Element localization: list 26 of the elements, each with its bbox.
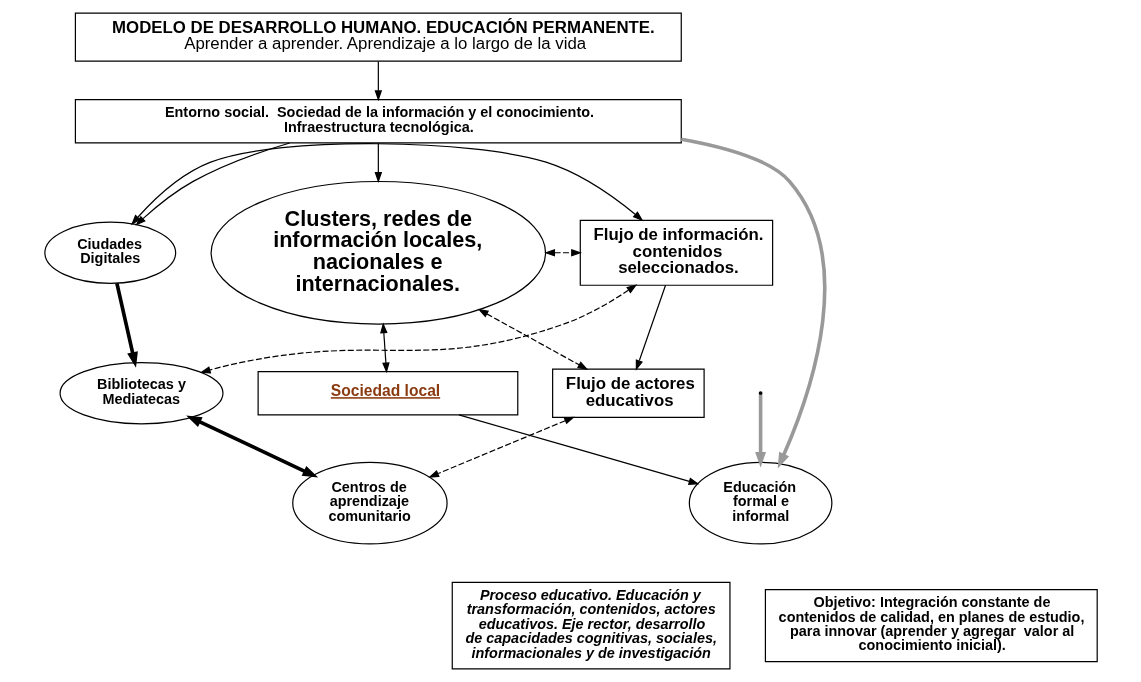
- arrow: [374, 60, 382, 102]
- node-ellipse: Clusters, redes de información locales, nacionales e internacionales.: [210, 180, 546, 325]
- arrow: [543, 249, 582, 257]
- arrow: [680, 137, 826, 469]
- node-box: Flujo de actores educativos: [551, 368, 705, 418]
- node-box: MODELO DE DESARROLLO HUMANO. EDUCACIÓN PERMANENTE. Aprender a aprender. Aprendizaje a lo largo de la vida: [74, 12, 682, 62]
- node-ellipse: Bibliotecas y Mediatecas: [58, 362, 224, 425]
- arrow: [635, 284, 666, 371]
- arrow: [477, 308, 588, 370]
- arrow: [130, 143, 643, 226]
- node-ellipse: Centros de aprendizaje comunitario: [291, 461, 448, 545]
- node-ellipse: Ciudades Digitales: [43, 221, 176, 284]
- node-box: Entorno social. Sociedad de la información y el conocimiento. Infraestructura tecnológica.: [74, 99, 682, 144]
- arrow: [134, 142, 290, 226]
- arrow: [754, 394, 766, 468]
- node-box: Objetivo: Integración constante de contenidos de calidad, en planes de estudio, para innovar (aprender y agregar valor al conocimiento inicial).: [764, 589, 1098, 663]
- arrow: [374, 142, 382, 183]
- node-box: Proceso educativo. Educación y transformación, contenidos, actores educativos. Eje rector, desarrollo de capacidades cognitivas, sociales, informacionales y de investigación: [451, 581, 731, 670]
- node-box: Flujo de información. contenidos seleccionados.: [579, 219, 773, 286]
- arrow: [114, 282, 138, 368]
- arrow: [199, 284, 637, 374]
- node-box: Sociedad local: [257, 371, 518, 416]
- arrow: [379, 322, 390, 374]
- arrow: [185, 415, 318, 478]
- arrow: [457, 414, 699, 485]
- arrow: [427, 416, 575, 478]
